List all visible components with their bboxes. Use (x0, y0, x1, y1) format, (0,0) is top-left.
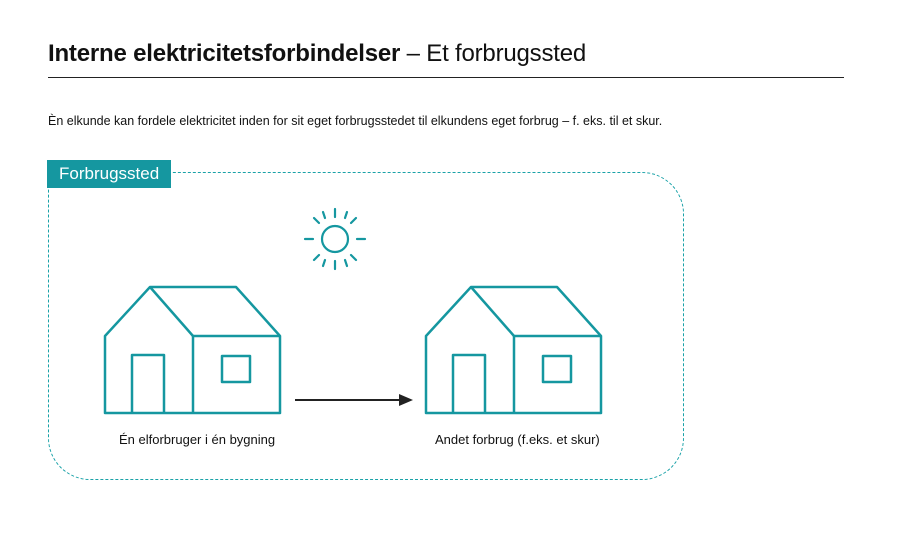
title-bold: Interne elektricitetsforbindelser (48, 40, 401, 67)
caption-left: Én elforbruger i én bygning (119, 432, 276, 447)
consumption-site-badge: Forbrugssted (47, 160, 172, 188)
intro-text: Èn elkunde kan fordele elektricitet inde… (48, 114, 663, 128)
caption-right: Andet forbrug (f.eks. et skur) (435, 432, 600, 447)
title-divider (48, 77, 844, 78)
house-icon (103, 285, 282, 415)
arrow-right-icon (295, 394, 413, 406)
sun-icon (303, 207, 367, 271)
title-subtitle: – Et forbrugssted (406, 40, 587, 67)
consumption-site-frame (48, 172, 684, 480)
page-title: Interne elektricitetsforbindelser – Et f… (48, 40, 586, 68)
house-icon (424, 285, 603, 415)
